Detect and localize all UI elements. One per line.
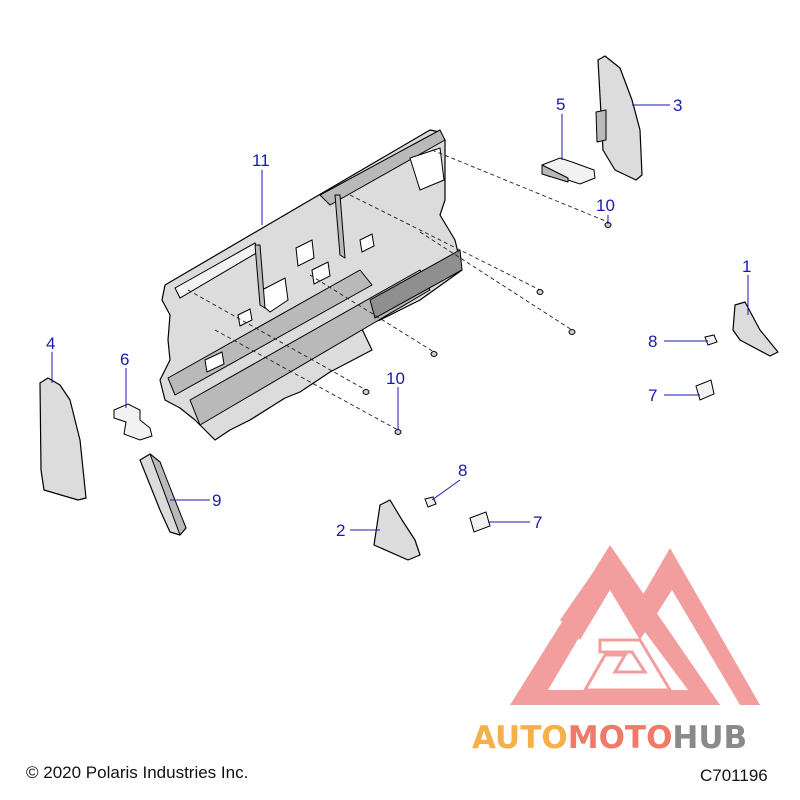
part-3-side-panel [595, 55, 643, 181]
part-2-corner-piece [373, 499, 421, 561]
fastener-icon [536, 289, 544, 295]
callout-2: 2 [336, 521, 345, 540]
part-8-clip-upper [704, 334, 718, 346]
watermark-g-shape-icon [582, 638, 673, 692]
diagram-id: C701196 [700, 766, 768, 785]
part-7-pad-upper [695, 379, 715, 401]
watermark-text-moto: MOTO [568, 720, 673, 756]
fastener-icon [394, 429, 402, 435]
callout-9: 9 [212, 491, 221, 510]
leader-lines [51, 104, 749, 531]
part-6-foam-block [113, 403, 153, 441]
callout-1: 1 [742, 257, 751, 276]
part-9-strip [139, 453, 187, 536]
part-11-bulkhead-panel [159, 129, 463, 441]
part-7-pad-lower [469, 511, 491, 533]
callout-8-lower: 8 [458, 461, 467, 480]
callout-5: 5 [556, 95, 565, 114]
callout-4: 4 [46, 334, 55, 353]
watermark-triangle-icon [510, 545, 720, 705]
fastener-icon [568, 329, 576, 335]
part-5-foam-block [541, 157, 596, 185]
callout-3: 3 [673, 96, 682, 115]
part-1-corner-piece [732, 301, 779, 357]
part-10-fasteners [362, 222, 612, 435]
watermark-logo [510, 545, 760, 705]
watermark-text-hub: HUB [672, 720, 747, 756]
fastener-guide-lines [187, 149, 609, 431]
watermark-text: AUTOMOTOHUB [472, 720, 747, 756]
callout-7-lower: 7 [533, 513, 542, 532]
callout-7-upper: 7 [648, 386, 657, 405]
copyright-text: © 2020 Polaris Industries Inc. [26, 763, 249, 782]
callout-10-upper: 10 [596, 196, 615, 215]
callout-10-lower: 10 [386, 369, 405, 388]
callout-8-upper: 8 [648, 332, 657, 351]
watermark-m-shape-icon [560, 548, 760, 705]
callout-labels: 11 5 3 10 1 8 7 4 6 10 9 2 8 7 [46, 95, 751, 540]
fastener-icon [430, 351, 438, 357]
fastener-icon [362, 389, 370, 395]
part-4-side-panel [39, 377, 87, 501]
callout-6: 6 [120, 350, 129, 369]
watermark-text-auto: AUTO [472, 720, 568, 756]
callout-11: 11 [252, 151, 270, 170]
